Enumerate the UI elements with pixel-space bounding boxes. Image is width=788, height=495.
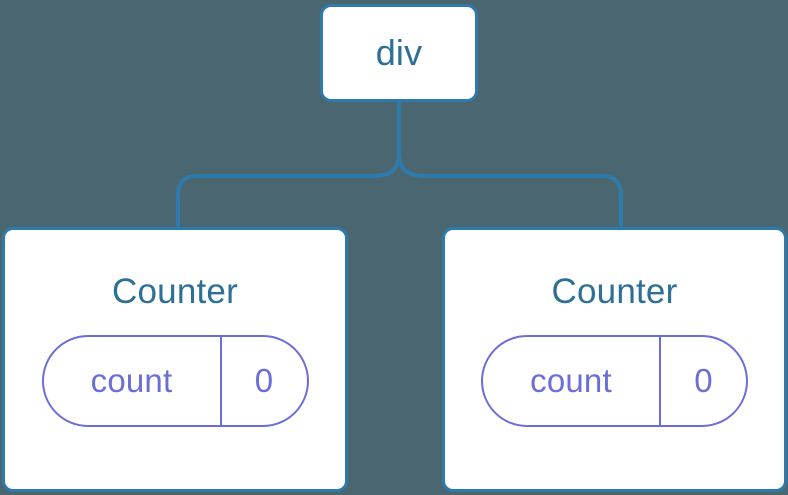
connector-branch-right [397,151,623,229]
state-value-label: 0 [254,362,274,399]
state-key-label: count [483,337,661,425]
state-pill[interactable]: count 0 [481,335,748,427]
connector-branch-left [176,151,401,229]
root-node-label: div [375,32,423,73]
tree-node-counter-0[interactable]: Counter count 0 [2,227,348,492]
component-name-label: Counter [551,272,678,311]
tree-node-root[interactable]: div [320,4,478,102]
state-pill[interactable]: count 0 [41,335,309,427]
tree-node-counter-1[interactable]: Counter count 0 [442,227,787,492]
state-key-label: count [44,337,222,425]
component-name-label: Counter [112,272,238,311]
state-value-label: 0 [694,362,713,399]
